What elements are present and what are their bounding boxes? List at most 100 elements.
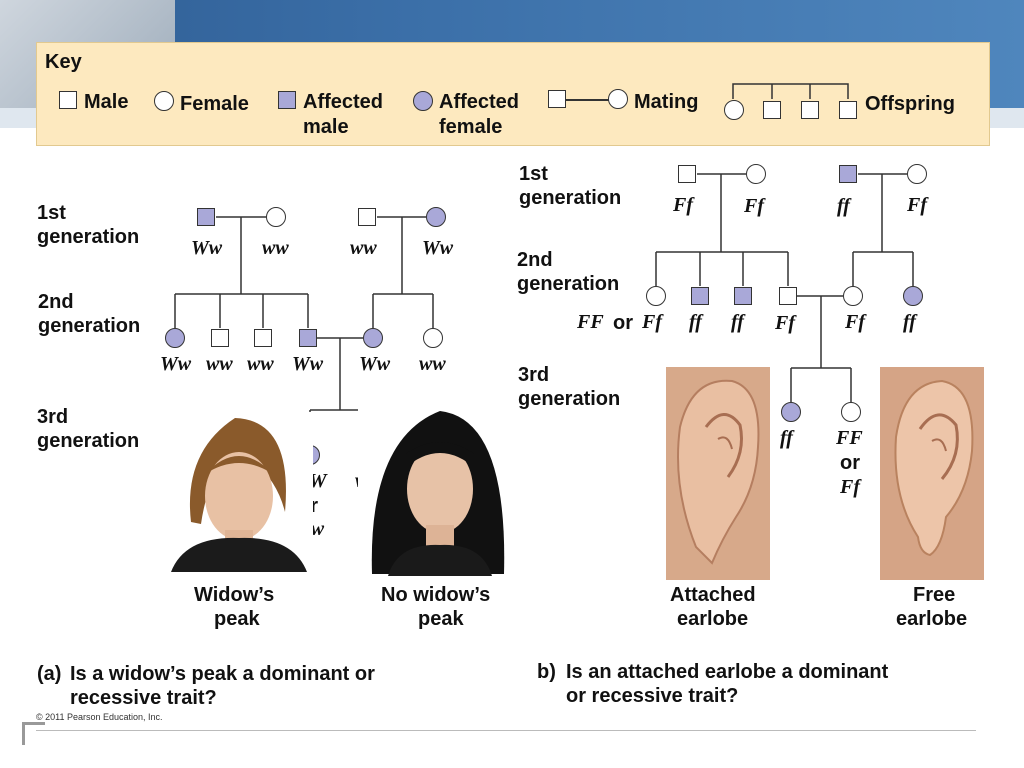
question-a-line-1: Is a widow’s peak a dominant or — [70, 663, 375, 685]
genotype-label: ww — [262, 237, 289, 259]
key-offspring-label: Offspring — [865, 93, 955, 115]
genotype-label: Ff — [673, 194, 693, 216]
attached-earlobe-photo — [666, 367, 770, 580]
corner-mark — [22, 722, 45, 745]
genotype-label: Ww — [160, 353, 192, 375]
pedigree-affected-male — [734, 287, 752, 305]
widows-peak-caption-1: Widow’s — [194, 584, 275, 606]
pedigree-affected-male — [299, 329, 317, 347]
genotype-label: Ww — [422, 237, 454, 259]
widows-peak-caption-2: peak — [214, 608, 260, 630]
genotype-label: ff — [780, 427, 793, 449]
genotype-label: ww — [350, 237, 377, 259]
key-affected-female-label-2: female — [439, 116, 503, 138]
mating-line — [566, 99, 610, 101]
free-earlobe-caption-2: earlobe — [896, 608, 968, 630]
genotype-label: ff — [837, 195, 850, 217]
no-widows-peak-caption-2: peak — [418, 608, 464, 630]
genotype-label: Ff — [907, 194, 927, 216]
offspring-female-icon — [724, 100, 744, 120]
pedigree-female — [841, 402, 861, 422]
key-mating-label: Mating — [634, 91, 699, 113]
left-gen2-label-2: generation — [38, 315, 141, 337]
key-female-label: Female — [180, 93, 249, 115]
pedigree-affected-male — [197, 208, 215, 226]
genotype-label: Ww — [359, 353, 391, 375]
pedigree-affected-male — [839, 165, 857, 183]
pedigree-affected-female — [363, 328, 383, 348]
genotype-label: ff — [689, 311, 702, 333]
right-gen2-label-2: generation — [517, 273, 620, 295]
free-earlobe-caption-1: Free — [913, 584, 956, 606]
pedigree-affected-male — [691, 287, 709, 305]
pedigree-affected-female — [426, 207, 446, 227]
attached-earlobe-caption-1: Attached — [670, 584, 756, 606]
offspring-male-icon — [763, 101, 781, 119]
pedigree-female — [907, 164, 927, 184]
pedigree-male — [358, 208, 376, 226]
right-gen1-label-1: 1st — [519, 163, 548, 185]
pedigree-affected-female — [903, 286, 923, 306]
genotype-label: FF — [836, 427, 863, 449]
widows-peak-photo — [165, 412, 313, 572]
free-earlobe-photo — [880, 367, 984, 580]
genotype-label: ww — [206, 353, 233, 375]
mating-male-icon — [548, 90, 566, 108]
genotype-label: ff — [731, 311, 744, 333]
key-affected-male-label-1: Affected — [303, 91, 384, 113]
pedigree-male — [254, 329, 272, 347]
genotype-label: FF — [577, 311, 604, 333]
genotype-label: Ff — [642, 311, 662, 333]
question-b-prefix: b) — [537, 661, 556, 683]
right-gen3-label-2: generation — [518, 388, 621, 410]
offspring-male-icon — [801, 101, 819, 119]
offspring-male-icon — [839, 101, 857, 119]
genotype-label: Ff — [775, 312, 795, 334]
left-gen3-label-2: generation — [37, 430, 140, 452]
genotype-or: or — [613, 312, 633, 334]
copyright: © 2011 Pearson Education, Inc. — [36, 712, 163, 722]
left-gen2-label-1: 2nd — [38, 291, 74, 313]
genotype-or: or — [840, 452, 860, 474]
key-box — [36, 42, 990, 146]
no-widows-peak-caption-1: No widow’s — [381, 584, 491, 606]
pedigree-male — [779, 287, 797, 305]
footer-rule — [36, 730, 976, 731]
pedigree-female — [843, 286, 863, 306]
no-widows-peak-photo — [358, 399, 518, 576]
question-a-prefix: (a) — [37, 663, 62, 685]
left-gen1-label-1: 1st — [37, 202, 66, 224]
pedigree-female — [266, 207, 286, 227]
pedigree-female — [423, 328, 443, 348]
genotype-label: ww — [247, 353, 274, 375]
pedigree-affected-female — [165, 328, 185, 348]
affected-male-symbol-icon — [278, 91, 296, 109]
pedigree-female — [646, 286, 666, 306]
affected-female-symbol-icon — [413, 91, 433, 111]
genotype-label: Ff — [744, 195, 764, 217]
attached-earlobe-caption-2: earlobe — [677, 608, 749, 630]
pedigree-female — [746, 164, 766, 184]
genotype-label: Ww — [191, 237, 223, 259]
pedigree-affected-female — [781, 402, 801, 422]
question-b-line-2: or recessive trait? — [566, 685, 739, 707]
pedigree-male — [678, 165, 696, 183]
right-gen3-label-1: 3rd — [518, 364, 550, 386]
key-title: Key — [45, 51, 82, 73]
key-affected-female-label-1: Affected — [439, 91, 520, 113]
mating-female-icon — [608, 89, 628, 109]
left-gen3-label-1: 3rd — [37, 406, 69, 428]
genotype-label: Ff — [845, 311, 865, 333]
question-a-line-2: recessive trait? — [70, 687, 217, 709]
genotype-label: ww — [419, 353, 446, 375]
genotype-label: Ff — [840, 476, 860, 498]
pedigree-male — [211, 329, 229, 347]
genotype-label: ff — [903, 311, 916, 333]
key-male-label: Male — [84, 91, 129, 113]
genotype-label: Ww — [292, 353, 324, 375]
male-symbol-icon — [59, 91, 77, 109]
female-symbol-icon — [154, 91, 174, 111]
question-b-line-1: Is an attached earlobe a dominant — [566, 661, 889, 683]
